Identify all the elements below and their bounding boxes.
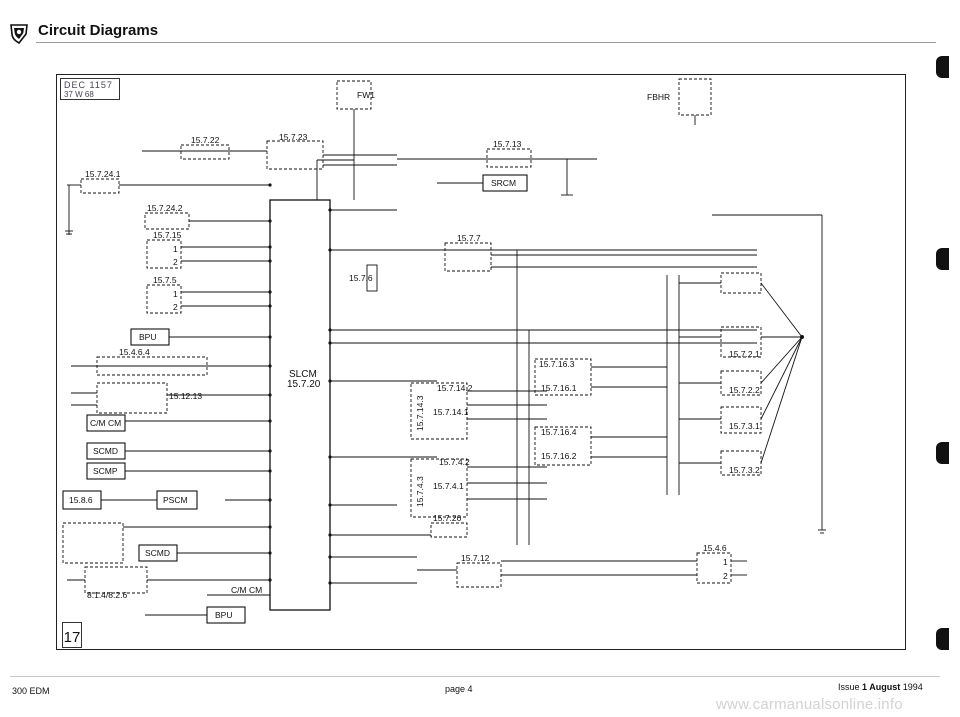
ref-15715-n1: 1 [173, 244, 178, 254]
stamp-line-2: 37 W 68 [64, 90, 94, 99]
watermark: www.carmanualsonline.info [716, 696, 903, 713]
fuse-label-right: FBHR [647, 92, 670, 102]
ref-15712: 15.7.12 [461, 553, 490, 563]
ref-1575-n1: 1 [173, 289, 178, 299]
slcm-ref: 15.7.20 [287, 379, 321, 390]
module-pscm [156, 490, 198, 510]
srcm-label: SRCM [491, 178, 516, 188]
footer-rule [10, 676, 940, 677]
fuse-label-top: FW1 [357, 90, 375, 100]
ref-1546-n1: 1 [723, 557, 728, 567]
circuit-diagram: FW1 FBHR SLCM 15.7.20 BPU C/M CM SCMD SC… [56, 74, 906, 650]
scmd-left-label: SCMD [93, 446, 118, 456]
ref-1574-2: 15.7.4.2 [439, 457, 470, 467]
page-header: Circuit Diagrams [0, 0, 960, 48]
revision-stamp: DEC 1157 37 W 68 [60, 78, 120, 100]
header-rule [36, 42, 936, 43]
ref-15716-1: 15.7.16.1 [541, 383, 577, 393]
side-tab-2 [936, 248, 949, 270]
pscm-label: PSCM [163, 495, 188, 505]
module-1586 [62, 490, 102, 510]
module-scmp-left [86, 462, 126, 480]
page-footer: 300 EDM page 4 Issue 1 August 1994 [0, 676, 960, 717]
ref-15715: 15.7.15 [153, 230, 182, 240]
module-scmd-bottom [138, 544, 178, 562]
module-cm-cm-left [86, 414, 126, 432]
module-bpu-bottom [206, 606, 246, 624]
footer-issue-date: 1 August [862, 682, 901, 692]
ref-15731: 15.7.3.1 [729, 421, 760, 431]
ref-15723: 15.7.23 [279, 132, 308, 142]
ref-15724-2: 15.7.24.2 [147, 203, 183, 213]
ref-15732: 15.7.3.2 [729, 465, 760, 475]
ref-1577: 15.7.7 [457, 233, 481, 243]
ref-1576: 15.7.6 [349, 273, 373, 283]
ref-15722: 15.7.22 [191, 135, 220, 145]
scmp-left-label: SCMP [93, 466, 118, 476]
footer-issue-year: 1994 [902, 682, 923, 692]
ref-15722b: 15.7.2.2 [729, 385, 760, 395]
footer-issue: Issue 1 August 1994 [838, 682, 923, 692]
stamp-line-1: DEC 1157 [64, 80, 113, 90]
page-title: Circuit Diagrams [38, 22, 159, 39]
wiring [62, 78, 826, 616]
scmd-bottom-label: SCMD [145, 548, 170, 558]
sheet-number-box: 17 [62, 622, 82, 648]
ref-1574-3: 15.7.4.3 [415, 476, 425, 507]
side-tab-4 [936, 628, 949, 650]
ref-1546: 15.4.6 [703, 543, 727, 553]
ref-15726: 15.7.26 [433, 513, 462, 523]
module-srcm [482, 174, 528, 192]
side-tab-3 [936, 442, 949, 464]
ref-15724-1: 15.7.24.1 [85, 169, 121, 179]
slcm-label: SLCM [289, 369, 317, 380]
footer-page-number: page 4 [445, 684, 473, 694]
module-bpu-top [130, 328, 170, 346]
ref-15716-3: 15.7.16.3 [539, 359, 575, 369]
ref-15716-2: 15.7.16.2 [541, 451, 577, 461]
circuit-diagram-svg: FW1 FBHR SLCM 15.7.20 BPU C/M CM SCMD SC… [62, 78, 826, 624]
ref-15713: 15.7.13 [493, 139, 522, 149]
side-tab-1 [936, 56, 949, 78]
ref-15714-2: 15.7.14.2 [437, 383, 473, 393]
ref-15721: 15.7.2.1 [729, 349, 760, 359]
ref-1574-1: 15.7.4.1 [433, 481, 464, 491]
ref-8148-label: 8.1.4/8.2.6 [87, 590, 127, 600]
ref-1546-n2: 2 [723, 571, 728, 581]
ref-15716-4: 15.7.16.4 [541, 427, 577, 437]
bpu-top-label: BPU [139, 332, 156, 342]
ref-151213: 15.12.13 [169, 391, 202, 401]
ref-15715-n2: 2 [173, 257, 178, 267]
ref-1586-label: 15.8.6 [69, 495, 93, 505]
cm-cm-left-label: C/M CM [90, 418, 121, 428]
jaguar-logo-icon [10, 24, 28, 44]
module-scmd-left [86, 442, 126, 460]
bpu-bottom-label: BPU [215, 610, 232, 620]
footer-doc-code: 300 EDM [12, 686, 50, 696]
sheet-number: 17 [63, 629, 81, 646]
ref-15714-1: 15.7.14.1 [433, 407, 469, 417]
ref-1575: 15.7.5 [153, 275, 177, 285]
ref-15714-3: 15.7.14.3 [415, 395, 425, 431]
cm-cm-bottom-label: C/M CM [231, 585, 262, 595]
ref-15464: 15.4.6.4 [119, 347, 150, 357]
ref-1575-n2: 2 [173, 302, 178, 312]
footer-issue-word: Issue [838, 682, 860, 692]
